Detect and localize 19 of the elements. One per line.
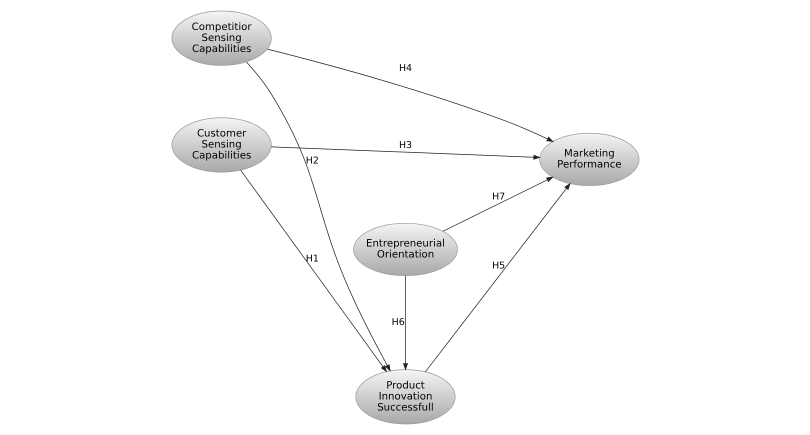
edge-label: H7 — [492, 192, 505, 203]
arrow — [442, 176, 554, 232]
node-ellipse: Product Innovation Successfull — [354, 369, 456, 424]
edge-label: H5 — [492, 260, 505, 272]
arrow — [266, 48, 554, 142]
arrow — [402, 275, 408, 371]
edge-label: H1 — [305, 253, 318, 264]
edge-label: H2 — [305, 155, 318, 166]
arrow — [424, 182, 570, 372]
node-ellipse: Entrepreneurial Orientation — [352, 222, 458, 276]
edge-label: H4 — [398, 63, 412, 74]
edge-label: H6 — [391, 317, 404, 328]
node-ellipse: Competitior Sensing Capabilities — [171, 10, 272, 66]
node-ellipse: Marketing Performance — [538, 132, 639, 186]
arrow — [240, 170, 387, 372]
node-ellipse: Customer Sensing Capabilities — [171, 117, 272, 172]
edge-label: H3 — [398, 140, 412, 152]
arrow — [246, 62, 390, 372]
arrow — [270, 146, 540, 160]
